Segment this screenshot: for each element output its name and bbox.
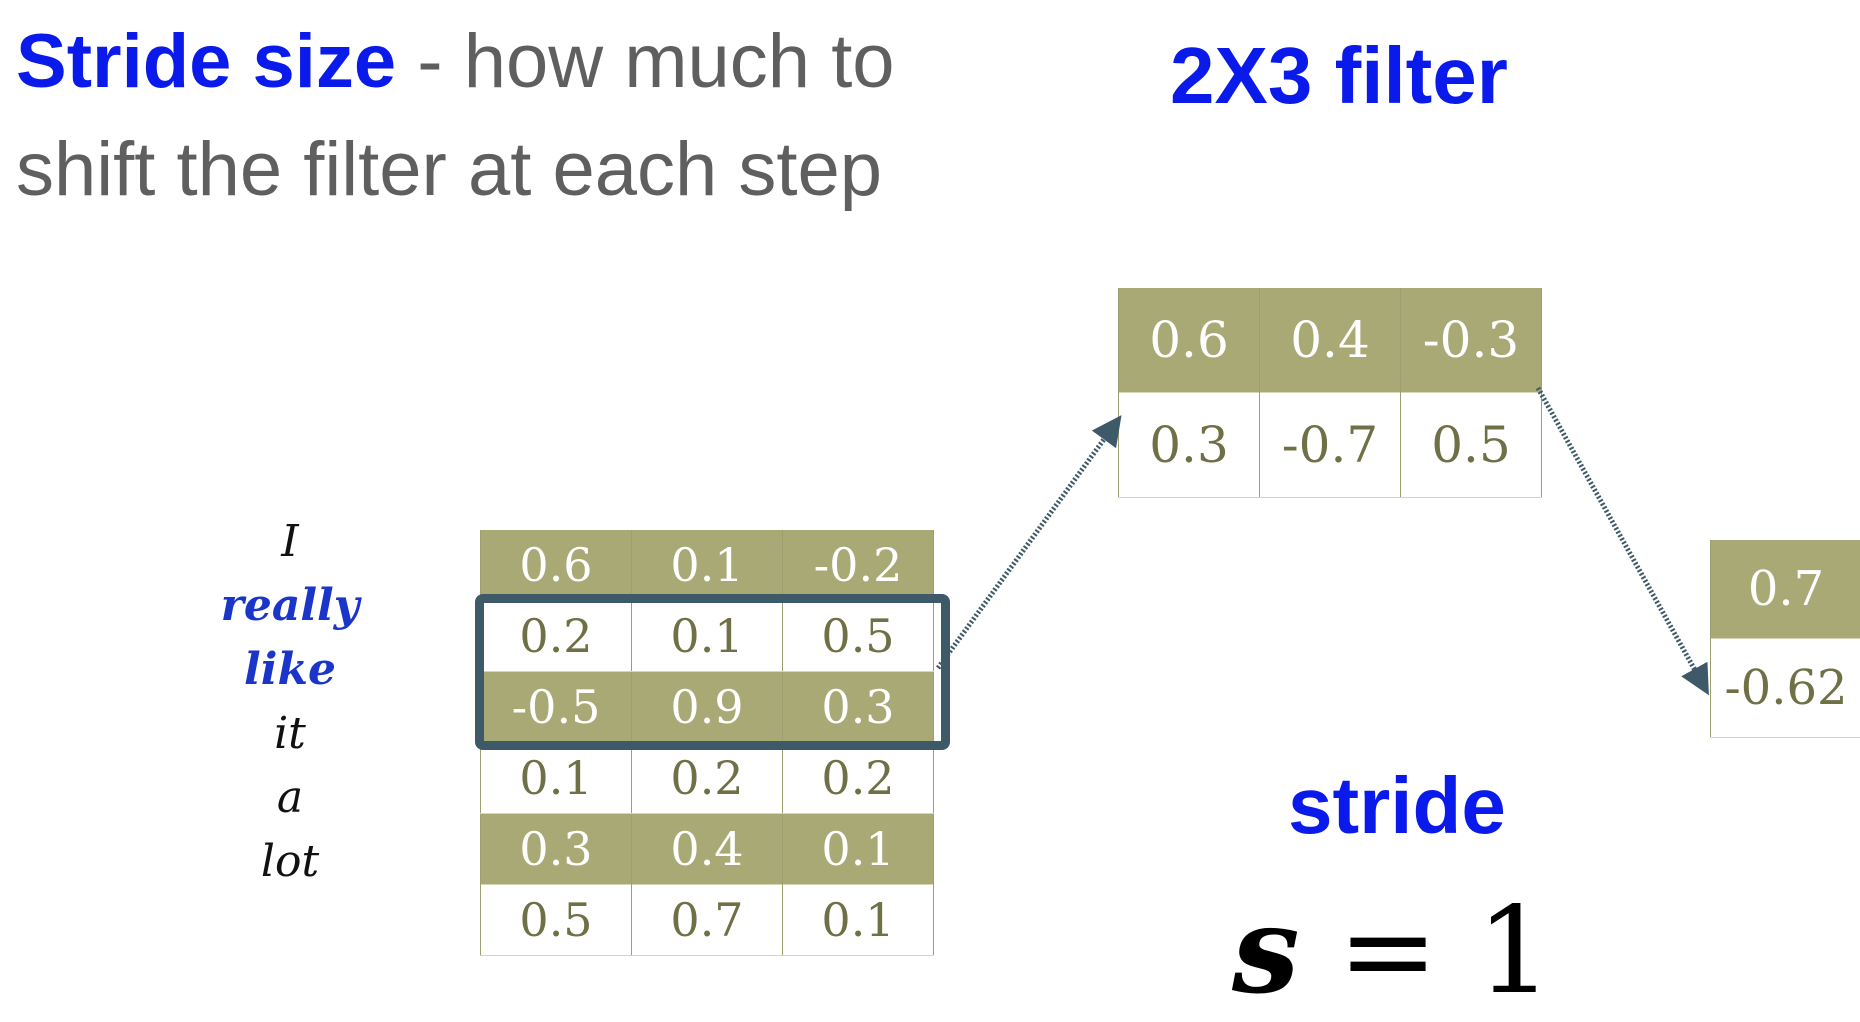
matrix-row: 0.7	[1710, 540, 1860, 639]
sentence-word: lot	[260, 836, 320, 887]
matrix-row: 0.6 0.1 -0.2	[480, 530, 934, 601]
sentence-word: it	[274, 708, 306, 759]
matrix-cell: 0.4	[631, 813, 783, 885]
matrix-row: 0.1 0.2 0.2	[480, 742, 934, 814]
output-matrix: 0.7 -0.62	[1710, 540, 1860, 738]
matrix-cell: 0.3	[1118, 392, 1260, 498]
matrix-row: 0.3 0.4 0.1	[480, 813, 934, 885]
matrix-row: 0.3 -0.7 0.5	[1118, 392, 1542, 498]
matrix-cell: 0.2	[480, 600, 632, 672]
matrix-cell: 0.6	[480, 530, 632, 601]
formula-operator: =	[1337, 882, 1439, 1021]
matrix-cell: 0.1	[631, 600, 783, 672]
matrix-row: 0.5 0.7 0.1	[480, 884, 934, 956]
matrix-cell: 0.9	[631, 671, 783, 743]
matrix-cell: 0.4	[1259, 288, 1401, 393]
matrix-cell: 0.1	[480, 742, 632, 814]
sentence-word: a	[276, 772, 304, 823]
formula-variable: s	[1232, 880, 1300, 1021]
stride-formula: s = 1	[1232, 880, 1553, 1021]
matrix-cell: 0.3	[782, 671, 934, 743]
heading: Stride size - how much to shift the filt…	[16, 8, 1016, 224]
matrix-cell: 0.7	[631, 884, 783, 956]
matrix-row: 0.2 0.1 0.5	[480, 600, 934, 672]
sentence-word: like	[244, 644, 336, 695]
matrix-cell: 0.7	[1710, 540, 1860, 639]
arrow-filter-to-output	[1535, 386, 1709, 696]
matrix-cell: -0.62	[1710, 638, 1860, 738]
sentence-word: really	[220, 580, 360, 631]
matrix-row: -0.62	[1710, 638, 1860, 738]
matrix-cell: 0.1	[782, 884, 934, 956]
matrix-cell: 0.2	[782, 742, 934, 814]
matrix-row: 0.6 0.4 -0.3	[1118, 288, 1542, 393]
matrix-cell: 0.3	[480, 813, 632, 885]
filter-window-highlight	[475, 594, 950, 750]
matrix-cell: 0.1	[631, 530, 783, 601]
matrix-cell: 0.5	[480, 884, 632, 956]
heading-highlight: Stride size	[16, 19, 397, 104]
matrix-cell: 0.5	[782, 600, 934, 672]
matrix-cell: -0.5	[480, 671, 632, 743]
matrix-cell: -0.3	[1400, 288, 1542, 393]
matrix-cell: 0.1	[782, 813, 934, 885]
input-matrix: 0.6 0.1 -0.2 0.2 0.1 0.5 -0.5 0.9 0.3 0.…	[480, 530, 934, 956]
arrow-input-to-filter	[935, 415, 1122, 670]
filter-title: 2X3 filter	[1170, 31, 1508, 120]
matrix-cell: 0.2	[631, 742, 783, 814]
formula-value: 1	[1476, 882, 1553, 1021]
sentence-word: I	[281, 516, 299, 567]
heading-rest: - how much to shift the filter at each s…	[16, 19, 895, 212]
matrix-cell: -0.7	[1259, 392, 1401, 498]
matrix-cell: 0.5	[1400, 392, 1542, 498]
filter-matrix: 0.6 0.4 -0.3 0.3 -0.7 0.5	[1118, 288, 1542, 498]
sentence-word-list: I really like it a lot	[190, 510, 390, 894]
matrix-row: -0.5 0.9 0.3	[480, 671, 934, 743]
stride-label: stride	[1288, 761, 1506, 850]
matrix-cell: -0.2	[782, 530, 934, 601]
